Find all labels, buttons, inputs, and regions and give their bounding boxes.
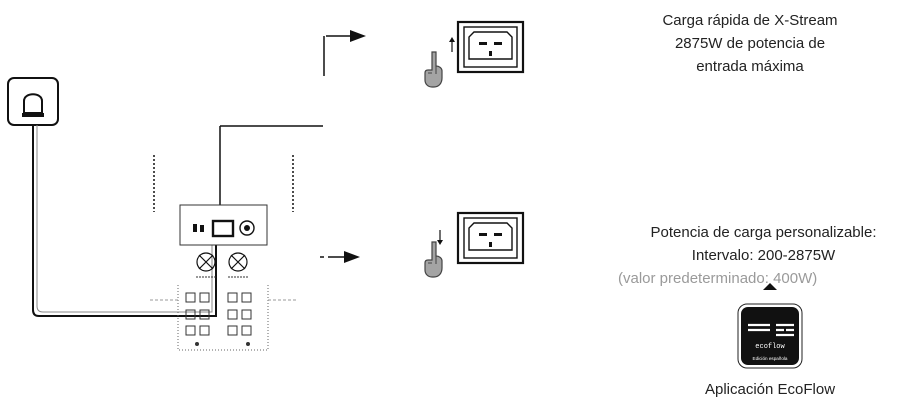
fast-charge-description: Carga rápida de X-Stream 2875W de potenc… [620, 9, 880, 78]
custom-charge-illustration [424, 211, 525, 278]
up-arrow-icon [763, 283, 777, 290]
custom-charge-default: (valor predeterminado: 400W) [618, 270, 818, 287]
custom-charge-description: Potencia de carga personalizable: Interv… [618, 221, 909, 290]
power-cable [32, 125, 217, 317]
fast-charge-line-3: entrada máxima [696, 58, 804, 75]
power-station-device [150, 155, 296, 351]
arrow-to-custom-charge [320, 251, 360, 263]
fast-charge-line-2: 2875W de potencia de [674, 35, 826, 52]
fast-charge-line-1: Carga rápida de X-Stream [662, 12, 838, 29]
fast-charge-illustration [424, 20, 525, 88]
arrow-to-fast-charge [326, 30, 366, 42]
custom-charge-title: Potencia de carga personalizable: [650, 224, 877, 241]
app-tile-wordmark: ecoflow [755, 343, 785, 351]
wall-outlet [7, 77, 59, 126]
app-tile-subtitle: Edición española [753, 356, 788, 361]
custom-charge-range: Intervalo: 200-2875W [691, 247, 836, 264]
ecoflow-app-tile: ecoflow Edición española [737, 283, 803, 369]
app-caption: Aplicación EcoFlow [704, 381, 836, 398]
